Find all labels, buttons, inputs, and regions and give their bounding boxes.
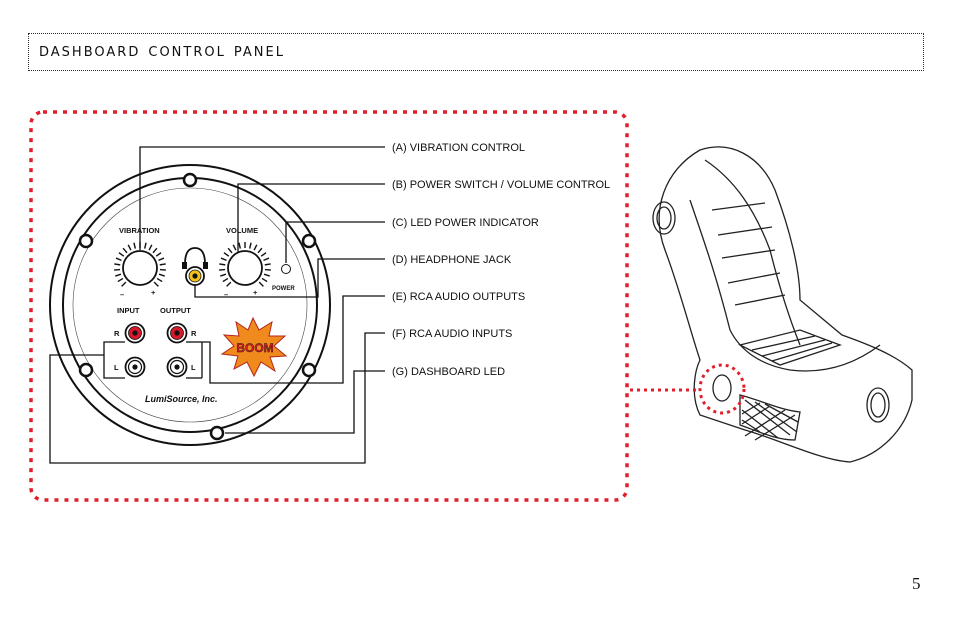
leader-lines bbox=[49, 146, 385, 464]
knob-tick bbox=[114, 263, 121, 266]
volume-minus: – bbox=[224, 290, 228, 299]
rca-input-right[interactable] bbox=[124, 322, 146, 344]
knob-tick bbox=[223, 252, 230, 257]
leader-f-cont bbox=[49, 332, 385, 464]
output-left-letter: L bbox=[191, 363, 196, 372]
chair-highlight-circle bbox=[698, 363, 746, 415]
vibration-plus: + bbox=[151, 288, 156, 297]
knob-tick bbox=[219, 263, 226, 266]
volume-label: VOLUME bbox=[226, 226, 258, 235]
power-led bbox=[281, 264, 291, 274]
knob-tick bbox=[159, 263, 166, 266]
knob-tick bbox=[220, 273, 227, 277]
knob-tick bbox=[263, 273, 270, 277]
knob-tick bbox=[148, 244, 153, 251]
knob-tick bbox=[115, 257, 122, 261]
knob-tick bbox=[121, 281, 127, 287]
knob-tick bbox=[257, 247, 263, 254]
knob-tick bbox=[156, 277, 163, 283]
headphone-icon bbox=[182, 247, 208, 269]
knob-tick bbox=[115, 273, 122, 277]
knob-tick bbox=[122, 247, 128, 254]
panel-outer-ring bbox=[49, 164, 331, 446]
leader-f bbox=[103, 341, 125, 379]
knob-tick bbox=[248, 242, 252, 249]
input-right-letter: R bbox=[114, 329, 120, 338]
output-label: OUTPUT bbox=[160, 306, 191, 315]
knob-tick bbox=[220, 257, 227, 261]
headphone-jack[interactable] bbox=[185, 266, 205, 286]
screw-top bbox=[182, 172, 198, 188]
knob-tick bbox=[127, 244, 132, 251]
knob-tick bbox=[133, 242, 137, 249]
callout-f: (F) RCA AUDIO INPUTS bbox=[392, 328, 512, 340]
knob-tick bbox=[118, 252, 125, 257]
knob-tick bbox=[261, 277, 268, 283]
highlight-frame bbox=[29, 110, 629, 502]
knob-tick bbox=[263, 257, 270, 261]
screw-lower-right bbox=[301, 362, 317, 378]
knob-tick bbox=[117, 277, 124, 283]
page-title: DASHBOARD CONTROL PANEL bbox=[39, 39, 285, 61]
leader-g bbox=[225, 370, 385, 434]
vibration-minus: – bbox=[120, 290, 124, 299]
screw-lower-left bbox=[78, 362, 94, 378]
knob-tick bbox=[258, 281, 264, 287]
rca-input-left[interactable] bbox=[124, 356, 146, 378]
knob-tick bbox=[260, 252, 267, 257]
knob-tick bbox=[264, 263, 271, 266]
leader-c bbox=[285, 221, 385, 263]
callout-c: (C) LED POWER INDICATOR bbox=[392, 217, 539, 229]
section-header: DASHBOARD CONTROL PANEL bbox=[28, 33, 924, 71]
boom-text: BOOM bbox=[236, 341, 273, 355]
knob-tick bbox=[158, 273, 165, 277]
leader-e bbox=[202, 295, 385, 384]
volume-knob[interactable] bbox=[219, 242, 271, 287]
callout-a: (A) VIBRATION CONTROL bbox=[392, 142, 525, 154]
page-number: 5 bbox=[912, 574, 921, 593]
screw-right bbox=[301, 233, 317, 249]
boom-logo: BOOM bbox=[220, 316, 288, 378]
output-right-letter: R bbox=[191, 329, 197, 338]
callout-e: (E) RCA AUDIO OUTPUTS bbox=[392, 291, 525, 303]
volume-plus: + bbox=[253, 288, 258, 297]
knob-tick bbox=[222, 277, 229, 283]
gaming-chair-illustration bbox=[652, 146, 913, 463]
knob-tick bbox=[238, 242, 242, 249]
knob-tick bbox=[253, 244, 258, 251]
input-left-letter: L bbox=[114, 363, 119, 372]
power-label: POWER bbox=[272, 286, 295, 292]
knob-tick bbox=[227, 247, 233, 254]
input-label: INPUT bbox=[117, 306, 140, 315]
knob-tick bbox=[158, 257, 165, 261]
leader-a bbox=[139, 146, 385, 250]
callout-b: (B) POWER SWITCH / VOLUME CONTROL bbox=[392, 179, 610, 191]
rca-output-left[interactable] bbox=[166, 356, 188, 378]
brand-logo: LumiSource, Inc. bbox=[145, 394, 218, 404]
screw-bottom bbox=[209, 425, 225, 441]
knob-tick bbox=[153, 281, 159, 287]
callout-d: (D) HEADPHONE JACK bbox=[392, 254, 512, 266]
knob-tick bbox=[232, 244, 237, 251]
leader-b bbox=[237, 183, 385, 252]
rca-output-right[interactable] bbox=[166, 322, 188, 344]
knob-tick bbox=[155, 252, 162, 257]
leader-d bbox=[194, 258, 385, 298]
callout-g: (G) DASHBOARD LED bbox=[392, 366, 505, 378]
knob-tick bbox=[226, 281, 232, 287]
panel-face-ring bbox=[72, 187, 308, 423]
screw-left bbox=[78, 233, 94, 249]
knob-tick bbox=[143, 242, 147, 249]
knob-tick bbox=[152, 247, 158, 254]
